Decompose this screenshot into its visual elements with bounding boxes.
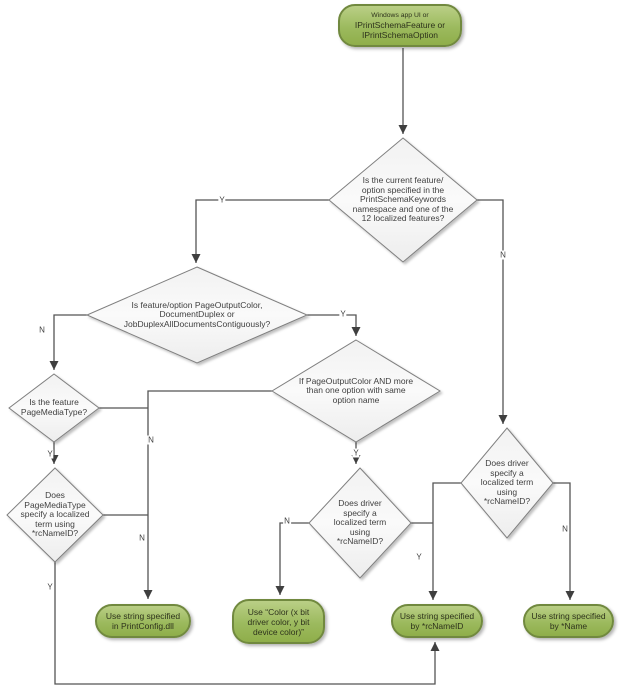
text-line: PrintSchemaKeywords xyxy=(360,194,446,205)
decision-feature-option-text: Is feature/option PageOutputColor, Docum… xyxy=(102,290,292,340)
edge-label-no: N xyxy=(561,524,569,534)
decision-pmt-rcnameid-shape xyxy=(6,467,104,563)
edge-driver-right-no-to-name xyxy=(553,482,575,600)
edge-pageoutputcolor-no-to-printconfig xyxy=(143,390,272,599)
text-line: using xyxy=(496,486,518,497)
text-line: term using xyxy=(35,518,75,529)
text-line: Is the current feature/ xyxy=(362,175,444,186)
edge-label-yes: Y xyxy=(339,309,347,319)
decision-driver-rcnameid-mid-shape xyxy=(308,467,412,579)
text-line: Does driver xyxy=(485,458,529,469)
text-line: specify a localized xyxy=(20,509,90,520)
edge-label-no: N xyxy=(147,435,155,445)
edge-driver-mid-no-to-color xyxy=(275,522,309,595)
terminator-use-printconfig: Use string specified in PrintConfig.dll xyxy=(95,604,191,638)
text-line: Does xyxy=(45,490,65,501)
text-line: Does driver xyxy=(338,498,382,509)
text-line: specify a xyxy=(490,467,524,478)
edge-label-no: N xyxy=(38,325,46,335)
text-line: in PrintConfig.dll xyxy=(112,621,174,631)
text-line: specify a xyxy=(343,507,377,518)
start-terminator: Windows app UI or IPrintSchemaFeature or… xyxy=(338,4,462,47)
edge-label-yes: Y xyxy=(218,195,226,205)
edge-current-feature-yes xyxy=(191,199,329,263)
edge-label-yes: Y xyxy=(415,552,423,562)
text-line: option name xyxy=(332,394,380,405)
text-line: *rcNameID? xyxy=(336,536,384,547)
text-line: Use string specified xyxy=(531,611,606,621)
text-line: Use “Color (x bit xyxy=(247,606,310,617)
terminator-use-color-fallback: Use “Color (x bit driver color, y bit de… xyxy=(232,599,325,644)
edge-feature-option-yes xyxy=(307,314,361,336)
decision-driver-rcnameid-mid-text: Does driver specify a localized term usi… xyxy=(315,496,405,550)
start-line: Windows app UI or xyxy=(371,11,429,19)
decision-driver-rcnameid-right-shape xyxy=(460,427,554,539)
start-line: IPrintSchemaOption xyxy=(361,29,439,40)
decision-pageoutputcolor-text: If PageOutputColor AND more than one opt… xyxy=(276,366,436,416)
edge-label-yes: Y xyxy=(46,582,54,592)
edge-label-no: N xyxy=(499,250,507,260)
text-line: driver color, y bit xyxy=(247,616,310,627)
text-line: PageMediaType? xyxy=(20,407,88,417)
edge-feature-option-no xyxy=(49,314,87,370)
text-line: localized term xyxy=(480,477,534,488)
text-line: Is feature/option PageOutputColor, xyxy=(131,299,263,310)
text-line: *rcNameID? xyxy=(31,528,79,539)
decision-pagemediatype-text: Is the feature PageMediaType? xyxy=(14,390,94,426)
text-line: by *Name xyxy=(549,621,588,631)
decision-current-feature-text: Is the current feature/ option specified… xyxy=(333,158,473,242)
text-line: PageMediaType xyxy=(24,499,86,510)
text-line: Is the feature xyxy=(29,397,79,408)
decision-current-feature-shape xyxy=(328,137,478,263)
start-line: IPrintSchemaFeature or xyxy=(354,19,446,30)
decision-feature-option-shape xyxy=(85,266,309,364)
edge-pmt-rcnameid-yes-to-rcnameid xyxy=(54,562,440,685)
text-line: localized term xyxy=(333,517,387,528)
text-line: using xyxy=(349,526,371,537)
text-line: by *rcNameID xyxy=(410,621,464,631)
text-line: Use string specified xyxy=(399,611,475,621)
text-line: *rcNameID? xyxy=(483,496,531,507)
text-line: than one option with same xyxy=(306,385,406,396)
edge-driver-right-yes-to-rcnameid xyxy=(428,482,461,600)
terminator-use-name: Use string specified by *Name xyxy=(523,604,614,638)
text-line: DocumentDuplex or xyxy=(159,309,235,320)
text-line: If PageOutputColor AND more xyxy=(298,375,414,386)
edge-label-no: N xyxy=(283,516,291,526)
edge-label-yes: Y xyxy=(352,448,360,458)
decision-pmt-rcnameid-text: Does PageMediaType specify a localized t… xyxy=(10,490,100,540)
decision-pagemediatype-shape xyxy=(8,373,100,443)
terminator-use-rcnameid: Use string specified by *rcNameID xyxy=(391,604,483,638)
edge-label-no: N xyxy=(138,533,146,543)
text-line: 12 localized features? xyxy=(361,213,445,224)
text-line: option specified in the xyxy=(361,184,445,195)
edge-current-feature-no xyxy=(477,199,508,424)
decision-driver-rcnameid-right-text: Does driver specify a localized term usi… xyxy=(462,456,552,510)
text-line: device color)” xyxy=(252,626,305,637)
text-line: JobDuplexAllDocumentsContiguously? xyxy=(123,318,271,329)
edge-label-yes: Y xyxy=(46,449,54,459)
text-line: namespace and one of the xyxy=(352,203,454,214)
text-line: Use string specified xyxy=(105,611,181,621)
decision-pageoutputcolor-shape xyxy=(271,339,441,443)
